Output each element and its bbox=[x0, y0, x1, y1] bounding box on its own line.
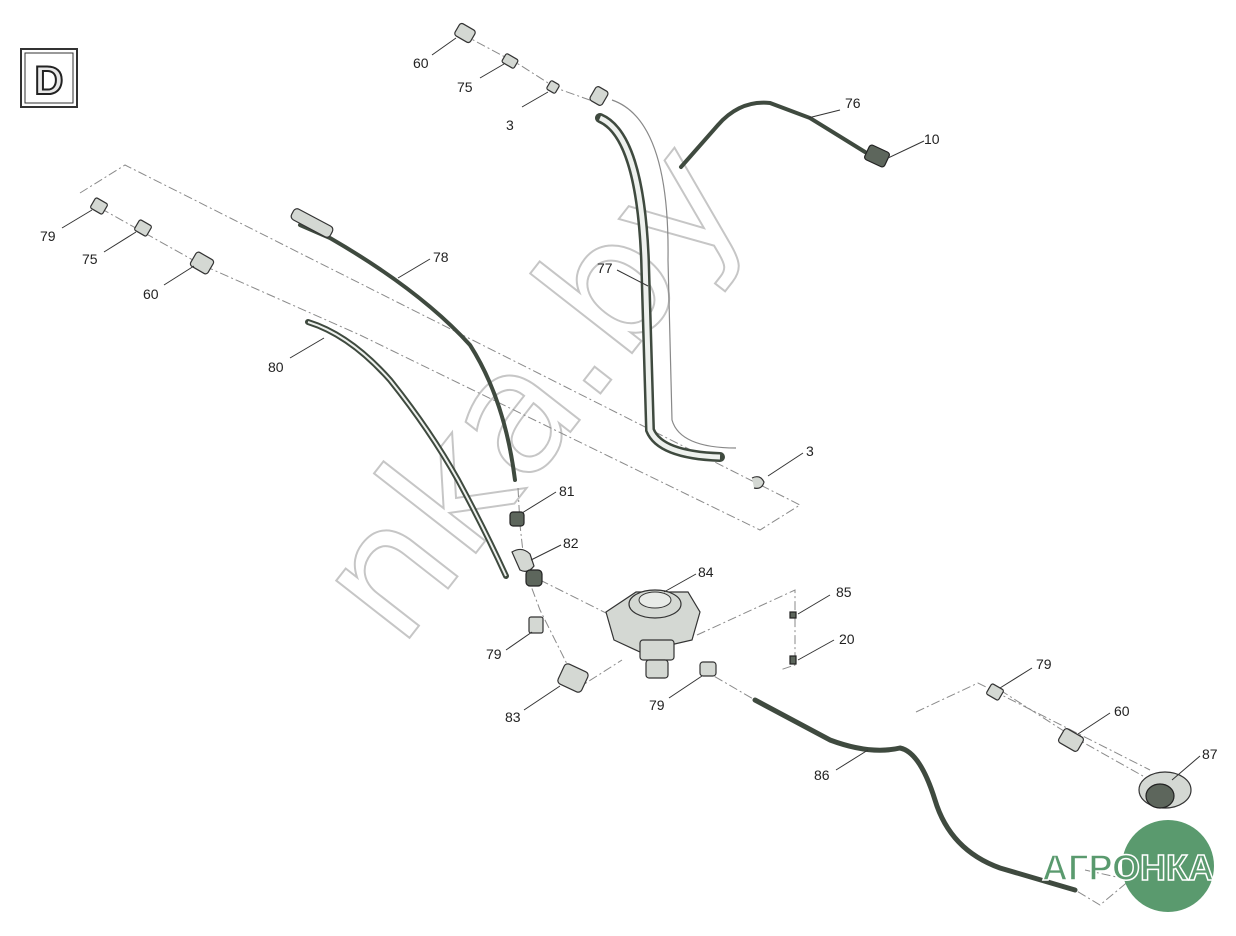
clip-3-top bbox=[546, 80, 560, 94]
callout-80: 80 bbox=[268, 359, 284, 375]
callout-75-left: 75 bbox=[82, 251, 98, 267]
assembly-lines bbox=[79, 33, 1151, 906]
fitting-60-right bbox=[1057, 728, 1085, 752]
callout-60-left: 60 bbox=[143, 286, 159, 302]
callout-75-top: 75 bbox=[457, 79, 473, 95]
callout-83: 83 bbox=[505, 709, 521, 725]
hose-78-end bbox=[290, 208, 334, 238]
fitting-79-mid bbox=[528, 616, 544, 634]
fitting-60-top bbox=[454, 22, 476, 44]
brand-logo: АГРОНКА bbox=[1041, 820, 1215, 912]
callout-85: 85 bbox=[836, 584, 852, 600]
callout-77: 77 bbox=[597, 260, 613, 276]
callout-20: 20 bbox=[839, 631, 855, 647]
callout-10: 10 bbox=[924, 131, 940, 147]
callout-labels: 60 75 3 76 10 79 75 60 78 77 80 3 81 82 … bbox=[40, 55, 1218, 783]
fitting-75-left bbox=[134, 219, 152, 237]
fitting-82b bbox=[525, 569, 543, 587]
callout-60-right: 60 bbox=[1114, 703, 1130, 719]
fitting-79-low bbox=[699, 661, 717, 677]
callout-79-mid: 79 bbox=[486, 646, 502, 662]
brand-logo-circle bbox=[1122, 820, 1214, 912]
sensor-10 bbox=[864, 144, 890, 168]
fitting-79-left bbox=[90, 197, 108, 215]
section-letter: D bbox=[35, 59, 64, 103]
clip-3-mid bbox=[751, 476, 765, 489]
fitting-75-top bbox=[501, 53, 519, 69]
callout-78: 78 bbox=[433, 249, 449, 265]
brand-logo-text: АГРОНКА bbox=[1042, 847, 1214, 888]
fitting-79-right bbox=[986, 683, 1004, 701]
valve-83 bbox=[557, 663, 589, 693]
callout-79-low: 79 bbox=[649, 697, 665, 713]
valve-84 bbox=[605, 589, 701, 679]
callout-79-left: 79 bbox=[40, 228, 56, 244]
hose-86 bbox=[752, 697, 1078, 893]
coupling-87 bbox=[1138, 771, 1192, 809]
section-badge: D bbox=[20, 48, 78, 108]
watermark-text: nka.by bbox=[276, 104, 783, 675]
leader-lines bbox=[61, 37, 1201, 781]
nut-85 bbox=[789, 611, 797, 619]
hose-77-end bbox=[589, 86, 609, 106]
callout-76: 76 bbox=[845, 95, 861, 111]
hose-76 bbox=[679, 100, 867, 169]
callout-84: 84 bbox=[698, 564, 714, 580]
fitting-60-left bbox=[189, 251, 215, 275]
hoses bbox=[298, 99, 1078, 893]
callout-79-right: 79 bbox=[1036, 656, 1052, 672]
callout-3-top: 3 bbox=[506, 117, 514, 133]
fitting-81 bbox=[509, 511, 525, 527]
fittings bbox=[90, 22, 1192, 809]
callout-82: 82 bbox=[563, 535, 579, 551]
callout-87: 87 bbox=[1202, 746, 1218, 762]
callout-3-mid: 3 bbox=[806, 443, 814, 459]
hose-78 bbox=[298, 223, 517, 482]
bolt-20 bbox=[789, 655, 797, 665]
callout-81: 81 bbox=[559, 483, 575, 499]
callout-60-top: 60 bbox=[413, 55, 429, 71]
callout-86: 86 bbox=[814, 767, 830, 783]
elbow-82 bbox=[511, 548, 535, 572]
